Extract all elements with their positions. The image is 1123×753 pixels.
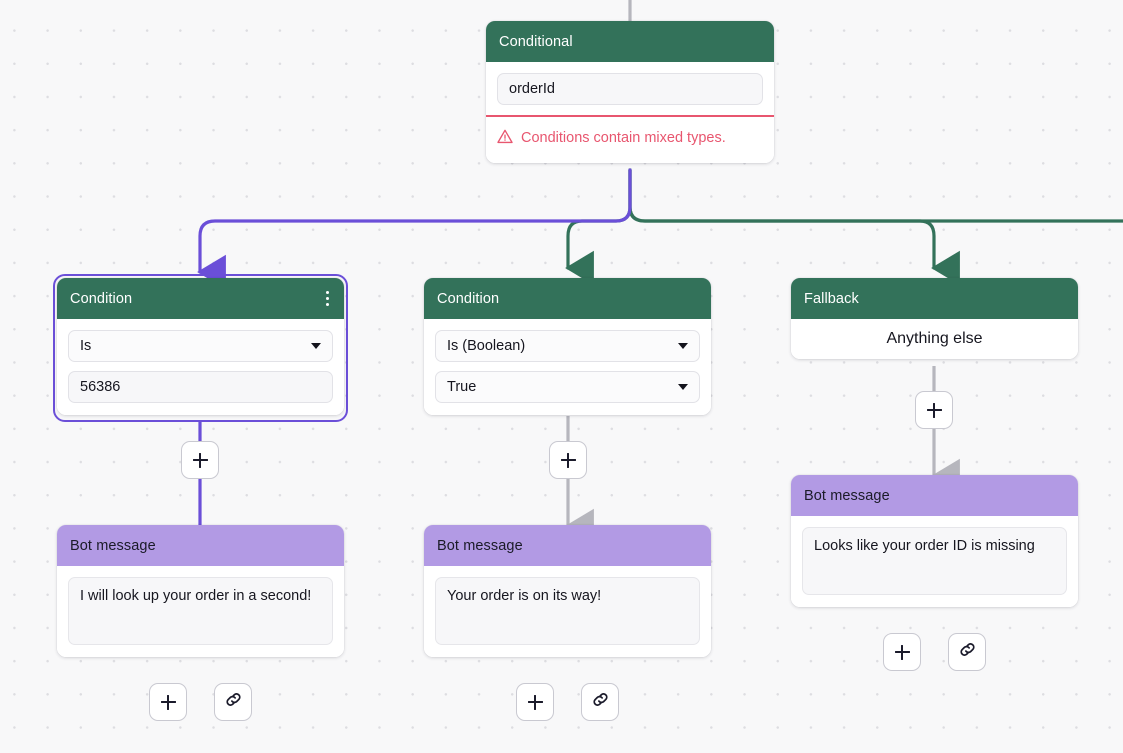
node-conditional-body: orderId Conditions contain mixed types.: [486, 62, 774, 163]
link-node-button-end-2[interactable]: [581, 683, 619, 721]
node-bot-message-2-header: Bot message: [424, 525, 711, 566]
node-fallback-text: Anything else: [886, 330, 983, 347]
add-node-button-branch-2[interactable]: [549, 441, 587, 479]
chevron-down-icon: [311, 343, 321, 349]
node-bot-message-3[interactable]: Bot message Looks like your order ID is …: [791, 475, 1078, 607]
condition-1-operator-select[interactable]: Is: [68, 330, 333, 362]
edge-conditional-to-condition-1: [197, 168, 632, 290]
plus-icon: [560, 452, 576, 468]
node-fallback-body: Anything else: [791, 319, 1078, 359]
add-node-button-end-1[interactable]: [149, 683, 187, 721]
plus-icon: [192, 452, 208, 468]
node-condition-2-header: Condition: [424, 278, 711, 319]
more-vertical-icon[interactable]: [318, 288, 331, 308]
chevron-down-icon: [678, 384, 688, 390]
bot-message-3-textarea[interactable]: Looks like your order ID is missing: [802, 527, 1067, 595]
link-chain-icon: [591, 690, 610, 714]
link-chain-icon: [224, 690, 243, 714]
condition-2-operator-value: Is (Boolean): [447, 338, 526, 354]
node-conditional-title: Conditional: [499, 33, 573, 50]
plus-icon: [160, 694, 176, 710]
edge-conditional-to-condition-2: [565, 168, 632, 286]
add-node-button-branch-1[interactable]: [181, 441, 219, 479]
condition-2-operator-select[interactable]: Is (Boolean): [435, 330, 700, 362]
bot-message-2-textarea[interactable]: Your order is on its way!: [435, 577, 700, 645]
node-bot-message-1-header: Bot message: [57, 525, 344, 566]
plus-icon: [527, 694, 543, 710]
node-condition-1-body: Is 56386: [57, 319, 344, 415]
condition-2-value: True: [447, 379, 477, 395]
node-bot-message-3-body: Looks like your order ID is missing: [791, 516, 1078, 607]
condition-1-operator-value: Is: [80, 338, 92, 354]
condition-2-value-select[interactable]: True: [435, 371, 700, 403]
node-bot-message-1[interactable]: Bot message I will look up your order in…: [57, 525, 344, 657]
conditional-variable-input[interactable]: orderId: [497, 73, 763, 105]
node-bot-message-2-title: Bot message: [437, 537, 523, 554]
node-condition-1-title: Condition: [70, 290, 133, 307]
edge-conditional-to-fallback: [628, 168, 960, 286]
node-conditional[interactable]: Conditional orderId Conditions contain m…: [486, 21, 774, 163]
chevron-down-icon: [678, 343, 688, 349]
conditional-error-text: Conditions contain mixed types.: [521, 129, 726, 146]
condition-1-value-input[interactable]: 56386: [68, 371, 333, 403]
plus-icon: [926, 402, 942, 418]
node-fallback-header: Fallback: [791, 278, 1078, 319]
bot-message-1-textarea[interactable]: I will look up your order in a second!: [68, 577, 333, 645]
node-bot-message-1-body: I will look up your order in a second!: [57, 566, 344, 657]
edge-conditional-to-right: [628, 168, 1123, 223]
add-node-button-end-2[interactable]: [516, 683, 554, 721]
node-condition-1-header: Condition: [57, 278, 344, 319]
error-divider: [486, 115, 774, 117]
conditional-error: Conditions contain mixed types.: [497, 117, 763, 151]
node-condition-2-title: Condition: [437, 290, 500, 307]
warning-triangle-icon: [497, 129, 513, 151]
node-bot-message-1-title: Bot message: [70, 537, 156, 554]
node-bot-message-2[interactable]: Bot message Your order is on its way!: [424, 525, 711, 657]
node-condition-2[interactable]: Condition Is (Boolean) True: [424, 278, 711, 415]
node-bot-message-3-title: Bot message: [804, 487, 890, 504]
plus-icon: [894, 644, 910, 660]
link-node-button-end-1[interactable]: [214, 683, 252, 721]
link-chain-icon: [958, 640, 977, 664]
node-fallback-title: Fallback: [804, 290, 859, 307]
add-node-button-fallback[interactable]: [915, 391, 953, 429]
add-node-button-end-3[interactable]: [883, 633, 921, 671]
node-fallback[interactable]: Fallback Anything else: [791, 278, 1078, 359]
node-conditional-header: Conditional: [486, 21, 774, 62]
node-condition-2-body: Is (Boolean) True: [424, 319, 711, 415]
link-node-button-end-3[interactable]: [948, 633, 986, 671]
node-condition-1[interactable]: Condition Is 56386: [57, 278, 344, 415]
node-bot-message-2-body: Your order is on its way!: [424, 566, 711, 657]
node-bot-message-3-header: Bot message: [791, 475, 1078, 516]
